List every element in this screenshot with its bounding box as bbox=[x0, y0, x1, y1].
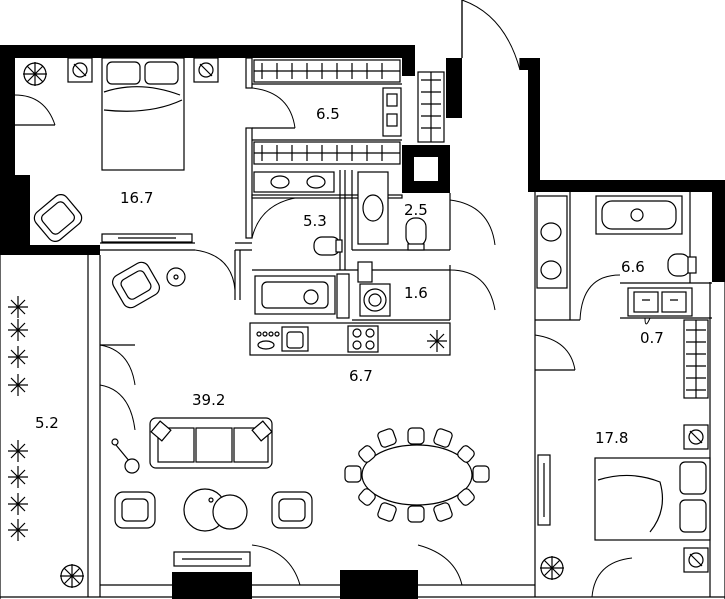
wardrobe-area: 6.5 bbox=[316, 105, 340, 123]
balcony-area: 5.2 bbox=[35, 414, 59, 432]
plant-icon bbox=[23, 62, 47, 86]
closet-area: 0.7 bbox=[640, 329, 664, 347]
bathroom-1-furniture bbox=[253, 171, 427, 319]
doors bbox=[14, 0, 651, 598]
bathroom-1-area: 5.3 bbox=[303, 212, 327, 230]
bedroom-2-furniture bbox=[537, 424, 711, 580]
wc-area: 2.5 bbox=[404, 201, 428, 219]
kitchen-area: 6.7 bbox=[349, 367, 373, 385]
bedroom-2-area: 17.8 bbox=[595, 429, 628, 447]
fridge-icon bbox=[427, 330, 447, 352]
wardrobe-furniture bbox=[253, 59, 445, 165]
stove-icon bbox=[347, 325, 379, 353]
bathroom-2-area: 6.6 bbox=[621, 258, 645, 276]
interior-partitions bbox=[100, 57, 712, 321]
kitchen-furniture bbox=[249, 322, 451, 356]
balcony-plants bbox=[8, 296, 84, 588]
dishwasher-icon bbox=[256, 331, 280, 350]
laundry-area: 1.6 bbox=[404, 284, 428, 302]
living-room-area: 39.2 bbox=[192, 391, 225, 409]
bedroom-1-area: 16.7 bbox=[120, 189, 153, 207]
bathroom-2-furniture bbox=[536, 195, 709, 399]
room-labels: 16.7 6.5 5.3 2.5 1.6 6.7 39.2 5.2 6.6 0.… bbox=[35, 105, 664, 447]
bedroom-1-furniture bbox=[23, 57, 219, 243]
living-room-furniture bbox=[111, 261, 490, 567]
